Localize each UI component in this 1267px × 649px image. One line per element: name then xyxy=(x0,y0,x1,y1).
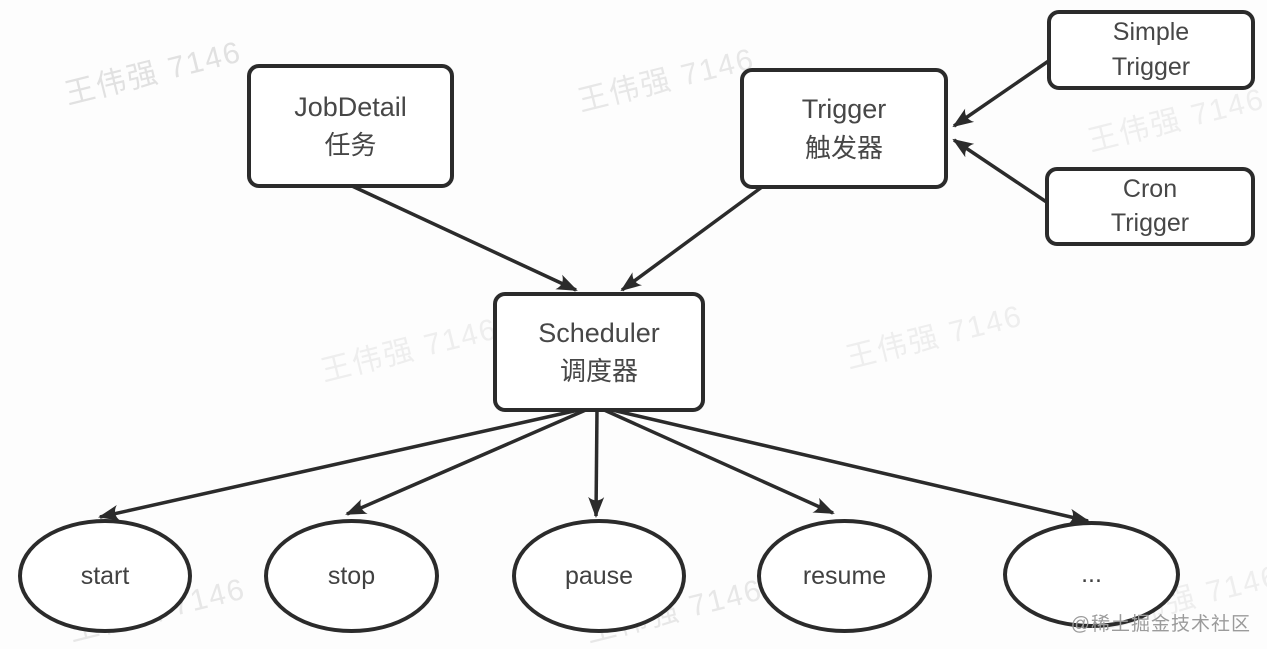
node-operation-start: start xyxy=(18,519,192,633)
arrow-scheduler-to-start xyxy=(98,407,584,521)
arrow-trigger-to-scheduler xyxy=(620,185,764,292)
node-jobdetail-label-zh: 任务 xyxy=(324,130,377,161)
node-trigger-label-zh: 触发器 xyxy=(804,132,883,163)
node-cron-trigger: Cron Trigger xyxy=(1045,167,1255,246)
attribution-text: @稀土掘金技术社区 xyxy=(1070,614,1251,635)
node-trigger-label-en: Trigger xyxy=(801,94,887,125)
node-operation-resume: resume xyxy=(757,519,932,633)
node-scheduler: Scheduler 调度器 xyxy=(493,292,705,412)
arrow-jobdetail-to-scheduler xyxy=(351,184,578,292)
node-operation-stop: stop xyxy=(264,519,439,633)
operation-label: stop xyxy=(327,561,376,590)
operation-label: ... xyxy=(1081,560,1102,588)
node-simple-trigger-label-line2: Trigger xyxy=(1111,52,1191,81)
arrow-crontrigger-to-trigger xyxy=(952,138,1049,205)
arrow-scheduler-to-resume xyxy=(601,407,835,515)
operation-label: start xyxy=(80,561,130,590)
node-simple-trigger-label-line1: Simple xyxy=(1112,18,1190,47)
arrow-scheduler-to-more xyxy=(607,407,1090,525)
node-cron-trigger-label-line2: Trigger xyxy=(1110,209,1190,237)
arrow-simpletrigger-to-trigger xyxy=(952,58,1051,128)
operation-label: resume xyxy=(802,561,887,590)
node-jobdetail: JobDetail 任务 xyxy=(247,64,454,188)
operation-label: pause xyxy=(564,561,634,590)
node-scheduler-label-en: Scheduler xyxy=(538,317,660,348)
node-operation-more: ... xyxy=(1003,521,1180,628)
node-trigger: Trigger 触发器 xyxy=(740,68,948,189)
arrow-scheduler-to-pause xyxy=(588,408,605,518)
node-scheduler-label-zh: 调度器 xyxy=(559,356,638,387)
node-jobdetail-label-en: JobDetail xyxy=(294,91,407,122)
node-cron-trigger-label-line1: Cron xyxy=(1122,174,1178,203)
arrow-scheduler-to-stop xyxy=(345,407,589,516)
node-operation-pause: pause xyxy=(512,519,686,633)
node-simple-trigger: Simple Trigger xyxy=(1047,10,1255,90)
